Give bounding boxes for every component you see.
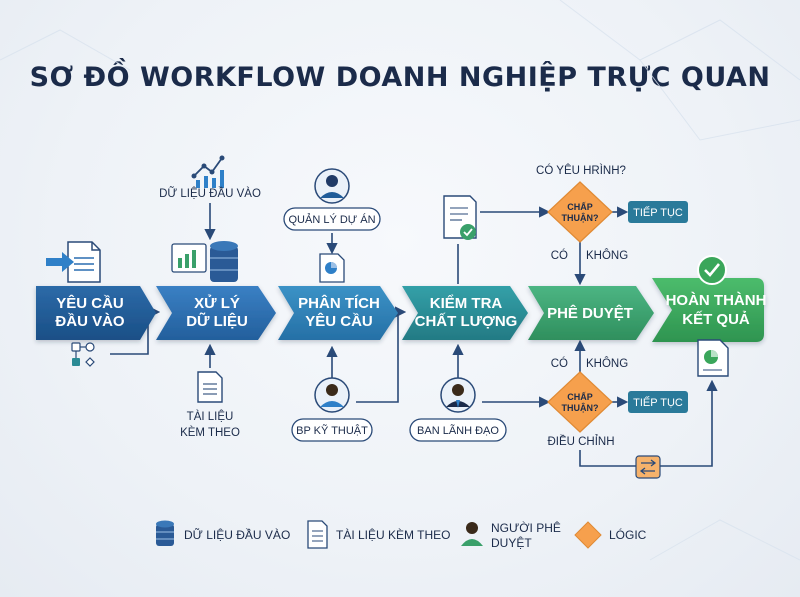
tech-dept-avatar xyxy=(314,377,350,413)
legend-document-icon xyxy=(307,520,328,549)
data-input-label: DỮ LIỆU ĐẦU VÀO xyxy=(159,187,261,200)
legend-logic: LÓGIC xyxy=(609,527,647,542)
project-manager-label: QUẢN LÝ DỰ ÁN xyxy=(288,213,375,226)
legend-approver: NGƯỜI PHÊ xyxy=(491,520,561,535)
yes-label: CÓ xyxy=(551,357,568,370)
continue-label: TIẾP TỤC xyxy=(633,206,683,219)
no-label: KHÔNG xyxy=(586,357,628,370)
legend-attachments: TÀI LIỆU KÈM THEO xyxy=(336,527,450,542)
check-icon xyxy=(697,255,727,285)
background-network xyxy=(0,0,800,561)
attachment-label: KÈM THEO xyxy=(180,426,240,439)
stage-kiem-tra[interactable]: KIỂM TRA CHẤT LƯỢNG xyxy=(402,286,528,340)
stage-yeu-cau[interactable]: YÊU CẦU ĐẦU VÀO xyxy=(36,286,156,340)
report-document-icon xyxy=(319,253,345,283)
checklist-document-icon xyxy=(443,195,477,240)
stage-label: PHÊ DUYỆT xyxy=(547,304,633,322)
stage-phan-tich[interactable]: PHÂN TÍCH YÊU CẦU xyxy=(278,286,398,340)
result-document-icon xyxy=(697,339,729,377)
project-manager-avatar xyxy=(314,168,350,204)
request-document-icon xyxy=(46,241,101,283)
stage-label: YÊU CẦU xyxy=(56,294,124,312)
stage-label: CHẤT LƯỢNG xyxy=(415,313,518,330)
stage-label: YÊU CẦU xyxy=(305,312,373,330)
continue-label: TIẾP TỤC xyxy=(633,396,683,409)
continue-button-bottom[interactable]: TIẾP TỤC xyxy=(628,391,688,413)
yes-label: CÓ xyxy=(551,249,568,262)
stage-label: KẾT QUẢ xyxy=(682,311,750,328)
decision-label: THUẬN? xyxy=(562,212,599,223)
stage-hoan-thanh[interactable]: HOÀN THÀNH KẾT QUẢ xyxy=(652,278,766,342)
project-manager-pill: QUẢN LÝ DỰ ÁN xyxy=(283,207,381,231)
decision-label: CHẤP xyxy=(567,202,593,212)
adjust-label: ĐIỀU CHỈNH xyxy=(547,435,614,448)
attachment-label: TÀI LIỆU xyxy=(187,410,234,423)
board-label: BAN LÃNH ĐẠO xyxy=(417,424,499,437)
continue-button-top[interactable]: TIẾP TỤC xyxy=(628,201,688,223)
stage-label: ĐẦU VÀO xyxy=(55,313,125,330)
stage-phe-duyet[interactable]: PHÊ DUYỆT xyxy=(528,286,654,340)
no-label: KHÔNG xyxy=(586,249,628,262)
legend-data-input: DỮ LIỆU ĐẦU VÀO xyxy=(184,527,290,542)
attachment-document-icon xyxy=(197,371,223,403)
board-avatar xyxy=(440,377,476,413)
database-icon xyxy=(171,241,238,282)
legend: DỮ LIỆU ĐẦU VÀO TÀI LIỆU KÈM THEO NGƯỜI … xyxy=(156,520,647,550)
stage-label: XỬ LÝ xyxy=(194,294,240,312)
question-label: CÓ YÊU HRÌNH? xyxy=(536,164,626,177)
legend-database-icon xyxy=(156,520,174,546)
page-title: SƠ ĐỒ WORKFLOW DOANH NGHIỆP TRỰC QUAN xyxy=(29,62,771,93)
legend-logic-icon xyxy=(574,521,602,549)
legend-approver-icon xyxy=(461,522,483,546)
stage-label: PHÂN TÍCH xyxy=(298,294,380,312)
stage-label: HOÀN THÀNH xyxy=(666,292,767,309)
chart-icon xyxy=(191,155,225,188)
tech-dept-label: BP KỸ THUẬT xyxy=(296,424,368,437)
stage-label: KIỂM TRA xyxy=(430,294,503,312)
decision-top[interactable]: CHẤP THUẬN? xyxy=(547,181,613,243)
decision-label: CHẤP xyxy=(567,392,593,402)
swap-icon xyxy=(635,455,661,479)
stage-label: DỮ LIỆU xyxy=(186,312,248,330)
decision-label: THUẬN? xyxy=(562,402,599,413)
stage-xu-ly[interactable]: XỬ LÝ DỮ LIỆU xyxy=(156,286,276,340)
decision-bottom[interactable]: CHẤP THUẬN? xyxy=(547,371,613,433)
flow-icon xyxy=(71,342,95,367)
legend-approver: DUYỆT xyxy=(491,535,532,550)
board-pill: BAN LÃNH ĐẠO xyxy=(409,418,507,442)
tech-dept-pill: BP KỸ THUẬT xyxy=(291,418,373,442)
